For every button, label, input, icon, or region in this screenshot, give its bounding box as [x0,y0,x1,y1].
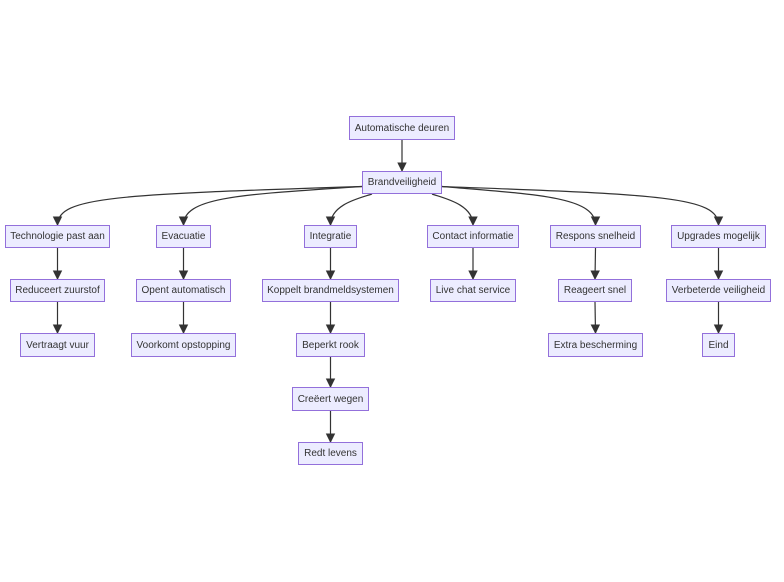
node-evacuatie: Evacuatie [156,225,211,248]
node-vertraagt-vuur: Vertraagt vuur [20,333,95,357]
node-eind: Eind [702,333,735,357]
edge-B-D [178,185,363,226]
node-koppelt-brandmeldsystemen: Koppelt brandmeldsystemen [262,279,399,302]
edge-B-E [325,193,373,226]
node-upgrades-mogelijk: Upgrades mogelijk [671,225,766,248]
node-automatische-deuren: Automatische deuren [349,116,455,140]
node-verbeterde-veiligheid: Verbeterde veiligheid [666,279,771,302]
node-contact-informatie: Contact informatie [427,225,519,248]
node-extra-bescherming: Extra bescherming [548,333,643,357]
node-technologie-past-aan: Technologie past aan [5,225,110,248]
edge-B-G [441,185,601,226]
node-cre-ert-wegen: Creëert wegen [292,387,369,411]
node-voorkomt-opstopping: Voorkomt opstopping [131,333,236,357]
node-integratie: Integratie [304,225,357,248]
edge-B-C [52,185,363,226]
node-beperkt-rook: Beperkt rook [296,333,365,357]
edge-G1-G2 [590,301,601,334]
node-respons-snelheid: Respons snelheid [550,225,641,248]
node-redt-levens: Redt levens [298,442,363,465]
node-reduceert-zuurstof: Reduceert zuurstof [10,279,105,302]
edge-B-F [431,193,478,226]
node-live-chat-service: Live chat service [430,279,516,302]
edge-G-G1 [590,247,600,280]
node-opent-automatisch: Opent automatisch [136,279,231,302]
node-brandveiligheid: Brandveiligheid [362,171,442,194]
node-reageert-snel: Reageert snel [558,279,632,302]
edge-B-H [441,185,724,226]
